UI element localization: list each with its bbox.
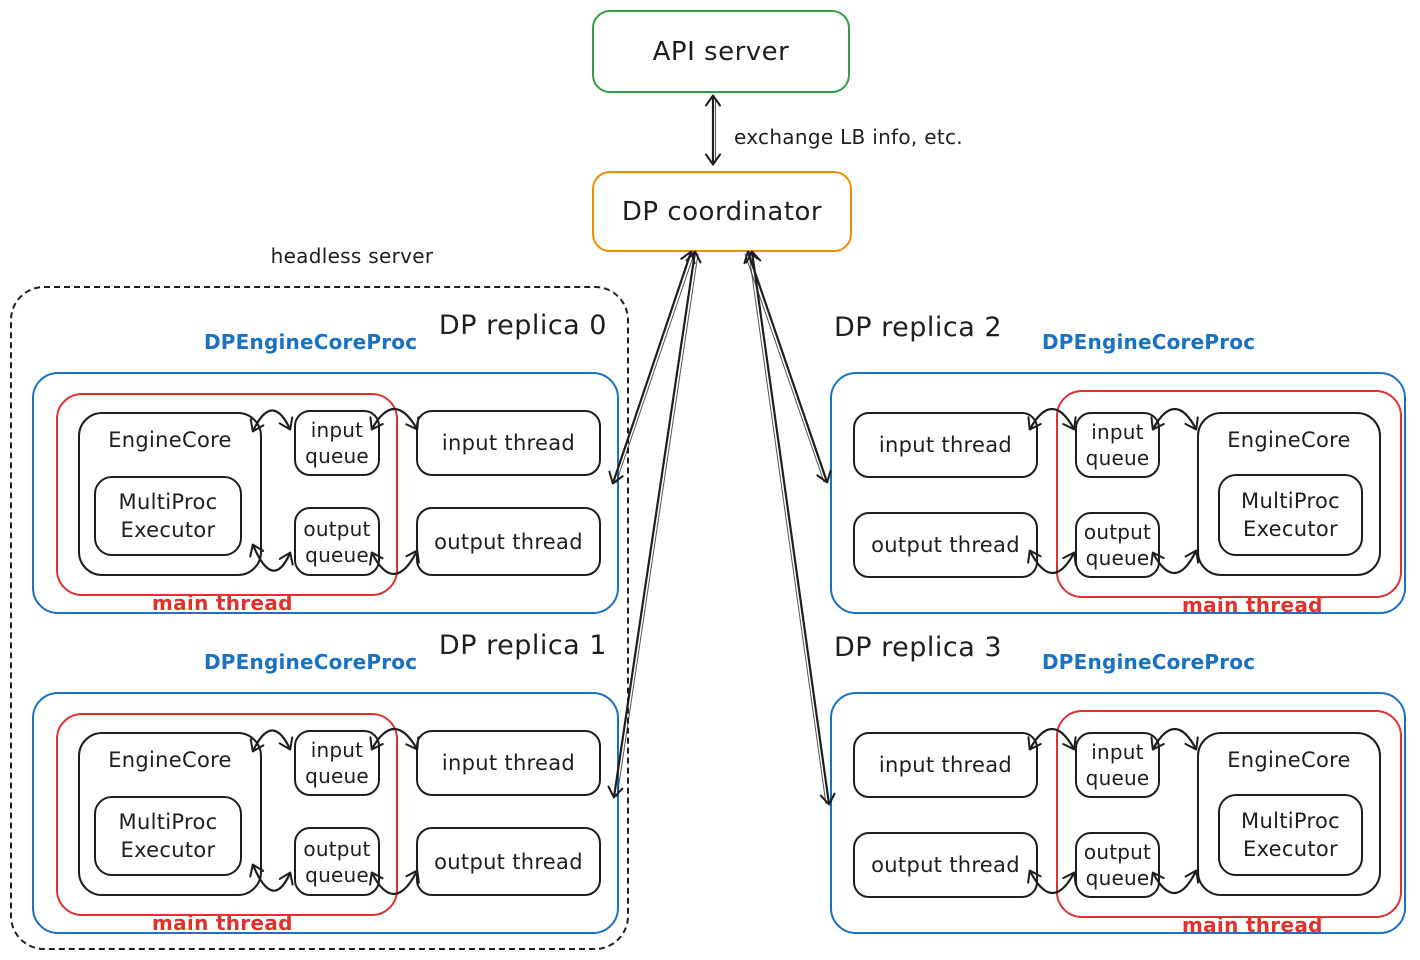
api-server-label: API server — [652, 36, 790, 67]
dp-replica-1-input-thread-box: input thread — [416, 730, 601, 796]
dp-replica-0-input-thread-box: input thread — [416, 410, 601, 476]
dp-replica-2-main-thread-label: main thread — [1182, 593, 1323, 617]
dp-replica-0-main-thread-label: main thread — [152, 591, 293, 615]
dp-replica-2-engine-proc-box: DP replica 2 DPEngineCoreProc input thre… — [830, 312, 1406, 617]
engine-core-label: EngineCore — [1227, 748, 1351, 772]
dp-replica-1-engine-proc-box: DP replica 1 DPEngineCoreProc EngineCore… — [32, 630, 619, 935]
output-queue-label-line1: output — [303, 516, 371, 541]
coordinator-replica2-arrow-sketch — [744, 253, 825, 483]
input-queue-label-line2: queue — [305, 444, 369, 468]
coordinator-replica3-arrow — [745, 250, 836, 806]
headless-server-label: headless server — [270, 244, 434, 268]
dp-replica-3-engine-proc-box: DP replica 3 DPEngineCoreProc input thre… — [830, 632, 1406, 937]
multiproc-label-line2: Executor — [1243, 837, 1338, 861]
dp-replica-0-engine-proc-box: DP replica 0 DPEngineCoreProc EngineCore… — [32, 310, 619, 615]
output-queue-label-line2: queue — [1085, 866, 1150, 890]
api-server-box: API server — [592, 10, 850, 93]
dp-replica-1-proc-label: DPEngineCoreProc — [204, 650, 418, 674]
dp-replica-1-title: DP replica 1 — [438, 630, 607, 661]
input-queue-label-line2: queue — [1085, 766, 1150, 790]
dp-coordinator-box: DP coordinator — [592, 171, 852, 252]
exchange-lb-info-label: exchange LB info, etc. — [734, 125, 963, 149]
input-thread-label: input thread — [878, 753, 1013, 777]
coordinator-replica3-arrow-sketch — [748, 253, 827, 805]
multiproc-label-line1: MultiProc — [1241, 808, 1340, 833]
dp-replica-0-output-thread-box: output thread — [416, 507, 601, 576]
dp-replica-2-input-thread-box: input thread — [853, 412, 1038, 478]
dp-replica-2-multiproc-executor-box: MultiProc Executor — [1218, 474, 1363, 556]
dp-replica-2-input-queue-box: input queue — [1075, 412, 1160, 478]
multiproc-label-line2: Executor — [120, 838, 216, 862]
input-thread-label: input thread — [441, 751, 576, 775]
input-queue-label-line1: input — [1091, 420, 1144, 444]
dp-replica-0-multiproc-executor-box: MultiProc Executor — [94, 476, 242, 556]
input-queue-label-line2: queue — [305, 764, 369, 788]
input-thread-label: input thread — [878, 433, 1013, 457]
dp-replica-0-title: DP replica 0 — [438, 310, 607, 341]
input-queue-label-line1: input — [310, 738, 364, 762]
output-thread-label: output thread — [871, 533, 1020, 557]
multiproc-label-line1: MultiProc — [118, 489, 218, 514]
output-queue-label-line1: output — [1083, 520, 1152, 544]
dp-replica-3-input-queue-box: input queue — [1075, 732, 1160, 798]
dp-coordinator-label: DP coordinator — [621, 196, 823, 227]
input-queue-label-line1: input — [310, 418, 364, 442]
engine-core-label: EngineCore — [1227, 428, 1351, 452]
dp-replica-3-output-queue-box: output queue — [1075, 832, 1160, 898]
dp-replica-1-output-queue-box: output queue — [294, 827, 380, 896]
output-thread-label: output thread — [871, 853, 1020, 877]
dp-replica-1-main-thread-label: main thread — [152, 911, 293, 935]
multiproc-label-line2: Executor — [1243, 517, 1338, 541]
dp-replica-0-output-queue-box: output queue — [294, 507, 380, 576]
output-queue-label-line1: output — [303, 836, 371, 861]
dp-replica-0-engine-core-box: EngineCore MultiProc Executor — [78, 412, 262, 576]
multiproc-label-line1: MultiProc — [118, 809, 218, 834]
dp-replica-1-output-thread-box: output thread — [416, 827, 601, 896]
dp-replica-3-multiproc-executor-box: MultiProc Executor — [1218, 794, 1363, 876]
dp-replica-2-engine-core-box: EngineCore MultiProc Executor — [1197, 412, 1381, 576]
dp-replica-1-input-queue-box: input queue — [294, 730, 380, 796]
dp-replica-3-main-thread-label: main thread — [1182, 913, 1323, 937]
dp-replica-1-main-thread-box — [56, 713, 398, 916]
input-queue-label-line1: input — [1091, 740, 1144, 764]
dp-replica-2-proc-label: DPEngineCoreProc — [1042, 330, 1256, 354]
input-queue-label-line2: queue — [1085, 446, 1150, 470]
input-thread-label: input thread — [441, 431, 576, 455]
dp-replica-1-multiproc-executor-box: MultiProc Executor — [94, 796, 242, 876]
dp-replica-3-main-thread-box — [1056, 710, 1402, 918]
coordinator-replica2-arrow — [743, 250, 832, 484]
dp-replica-3-engine-core-box: EngineCore MultiProc Executor — [1197, 732, 1381, 896]
coordinator-replica1-arrow-sketch — [616, 253, 699, 798]
dp-replica-2-title: DP replica 2 — [834, 312, 1003, 343]
multiproc-label-line1: MultiProc — [1241, 488, 1340, 513]
dp-replica-3-title: DP replica 3 — [834, 632, 1003, 663]
dp-replica-1-engine-core-box: EngineCore MultiProc Executor — [78, 732, 262, 896]
dp-replica-3-input-thread-box: input thread — [853, 732, 1038, 798]
output-queue-label-line2: queue — [305, 542, 369, 567]
output-queue-label-line1: output — [1083, 840, 1152, 864]
dp-replica-3-output-thread-box: output thread — [853, 832, 1038, 898]
dp-replica-2-output-thread-box: output thread — [853, 512, 1038, 578]
output-queue-label-line2: queue — [305, 862, 369, 887]
dp-replica-0-main-thread-box — [56, 393, 398, 596]
dp-replica-3-proc-label: DPEngineCoreProc — [1042, 650, 1256, 674]
output-thread-label: output thread — [434, 849, 583, 874]
dp-replica-2-output-queue-box: output queue — [1075, 512, 1160, 578]
dp-replica-0-proc-label: DPEngineCoreProc — [204, 330, 418, 354]
multiproc-label-line2: Executor — [120, 518, 216, 542]
engine-core-label: EngineCore — [108, 428, 232, 452]
dp-replica-2-main-thread-box — [1056, 390, 1402, 598]
engine-core-label: EngineCore — [108, 748, 232, 772]
output-thread-label: output thread — [434, 529, 583, 554]
output-queue-label-line2: queue — [1085, 546, 1150, 570]
dp-replica-0-input-queue-box: input queue — [294, 410, 380, 476]
